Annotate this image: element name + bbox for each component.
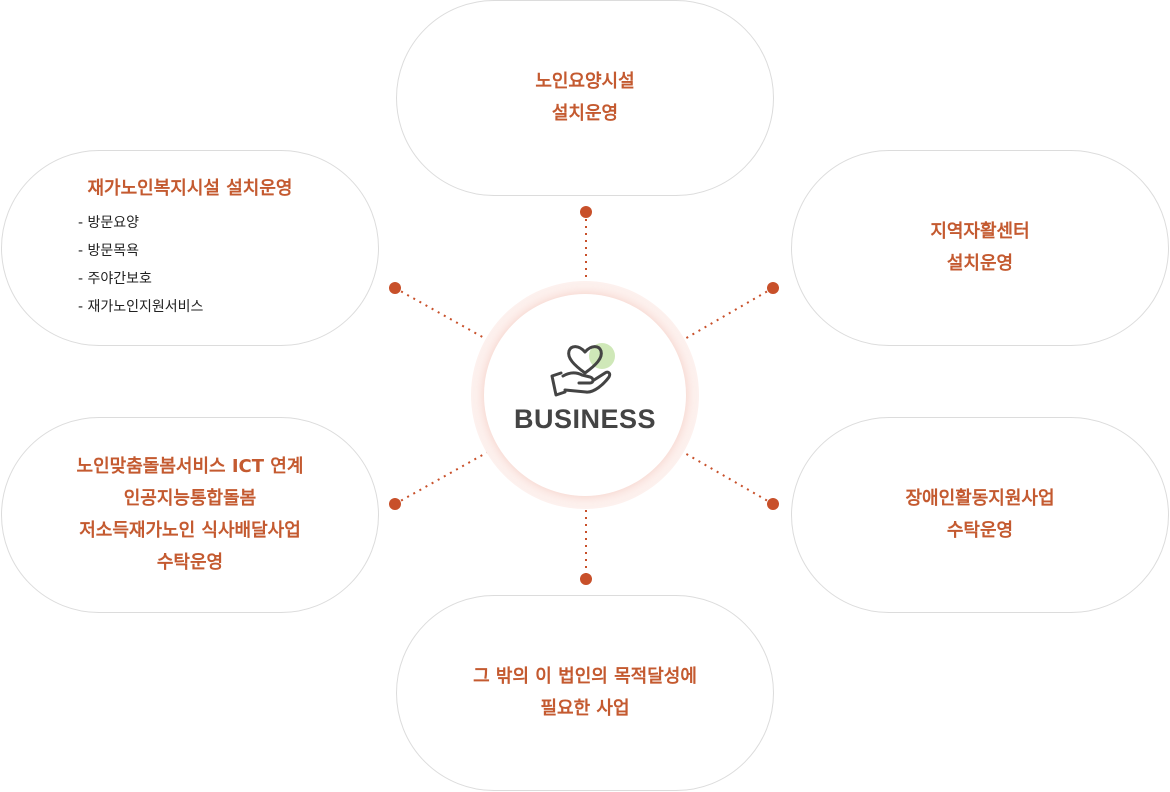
center-hub xyxy=(484,294,686,496)
connector-bottom xyxy=(580,496,592,585)
node-self-support-center: 지역자활센터 설치운영 xyxy=(791,150,1169,346)
connector-dot-top-left xyxy=(389,282,401,294)
connector-top-left xyxy=(389,282,496,345)
connector-dot-top-right xyxy=(767,282,779,294)
connector-dot-bottom xyxy=(580,573,592,585)
node-other-projects: 그 밖의 이 법인의 목적달성에 필요한 사업 xyxy=(396,595,774,791)
node-title: 장애인활동지원사업 수탁운영 xyxy=(905,488,1055,541)
node-title: 재가노인복지시설 설치운영 xyxy=(87,178,293,199)
node-elderly-care-facility: 노인요양시설 설치운영 xyxy=(396,0,774,196)
node-home-elderly-welfare: 재가노인복지시설 설치운영 - 방문요양 - 방문목욕 - 주야간보호 - 재가… xyxy=(1,150,379,346)
node-customized-care-services: 노인맞춤돌봄서비스 ICT 연계 인공지능통합돌봄 저소득재가노인 식사배달사업… xyxy=(1,417,379,613)
list-item: - 방문목욕 xyxy=(78,243,140,259)
heart-in-hand-icon xyxy=(550,343,615,397)
list-item: - 재가노인지원서비스 xyxy=(78,299,204,315)
connector-dot-bottom-left xyxy=(389,498,401,510)
connector-bottom-left xyxy=(389,447,496,510)
connector-dot-top xyxy=(580,206,592,218)
node-title: 그 밖의 이 법인의 목적달성에 필요한 사업 xyxy=(473,666,697,719)
node-title: 노인맞춤돌봄서비스 ICT 연계 인공지능통합돌봄 저소득재가노인 식사배달사업… xyxy=(76,456,304,573)
list-item: - 주야간보호 xyxy=(78,271,152,287)
list-item: - 방문요양 xyxy=(78,215,140,231)
connector-dot-bottom-right xyxy=(767,498,779,510)
connector-bottom-right xyxy=(675,447,779,510)
center-label: BUSINESS xyxy=(513,404,657,434)
node-title: 노인요양시설 설치운영 xyxy=(535,71,635,124)
connector-top-right xyxy=(675,282,779,345)
node-disability-support: 장애인활동지원사업 수탁운영 xyxy=(791,417,1169,613)
node-title: 지역자활센터 설치운영 xyxy=(930,221,1030,274)
service-list: - 방문요양 - 방문목욕 - 주야간보호 - 재가노인지원서비스 xyxy=(78,209,203,321)
